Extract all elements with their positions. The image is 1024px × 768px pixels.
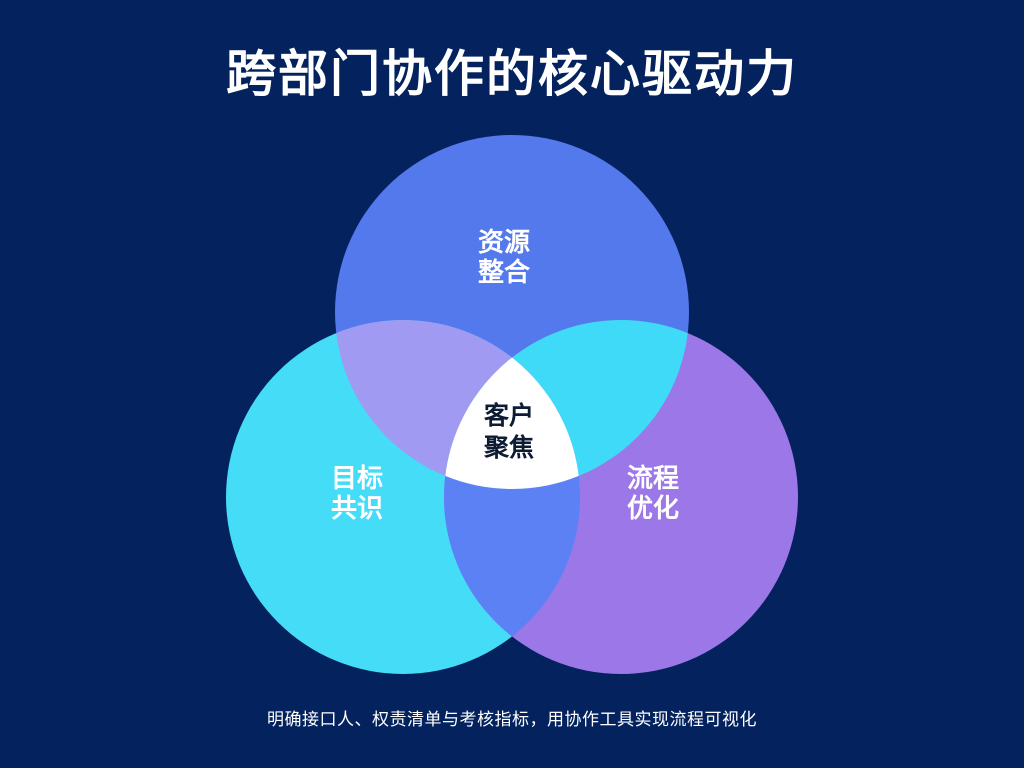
label-resource-integration: 资源 整合 — [478, 227, 530, 287]
page-title: 跨部门协作的核心驱动力 — [226, 46, 798, 102]
label-line: 资源 — [477, 226, 531, 257]
label-line: 共识 — [330, 493, 384, 523]
label-goal-consensus: 目标 共识 — [331, 463, 383, 523]
label-line: 目标 — [330, 462, 384, 493]
footer-caption: 明确接口人、权责清单与考核指标，用协作工具实现流程可视化 — [267, 710, 757, 729]
center-region — [444, 320, 580, 489]
label-line: 优化 — [626, 493, 680, 523]
label-customer-focus: 客户 聚焦 — [484, 400, 534, 464]
label-line: 整合 — [477, 257, 531, 287]
label-line: 客户 — [483, 402, 535, 430]
label-process-optimization: 流程 优化 — [627, 463, 679, 523]
label-line: 流程 — [626, 462, 680, 493]
label-line: 聚焦 — [483, 434, 535, 462]
